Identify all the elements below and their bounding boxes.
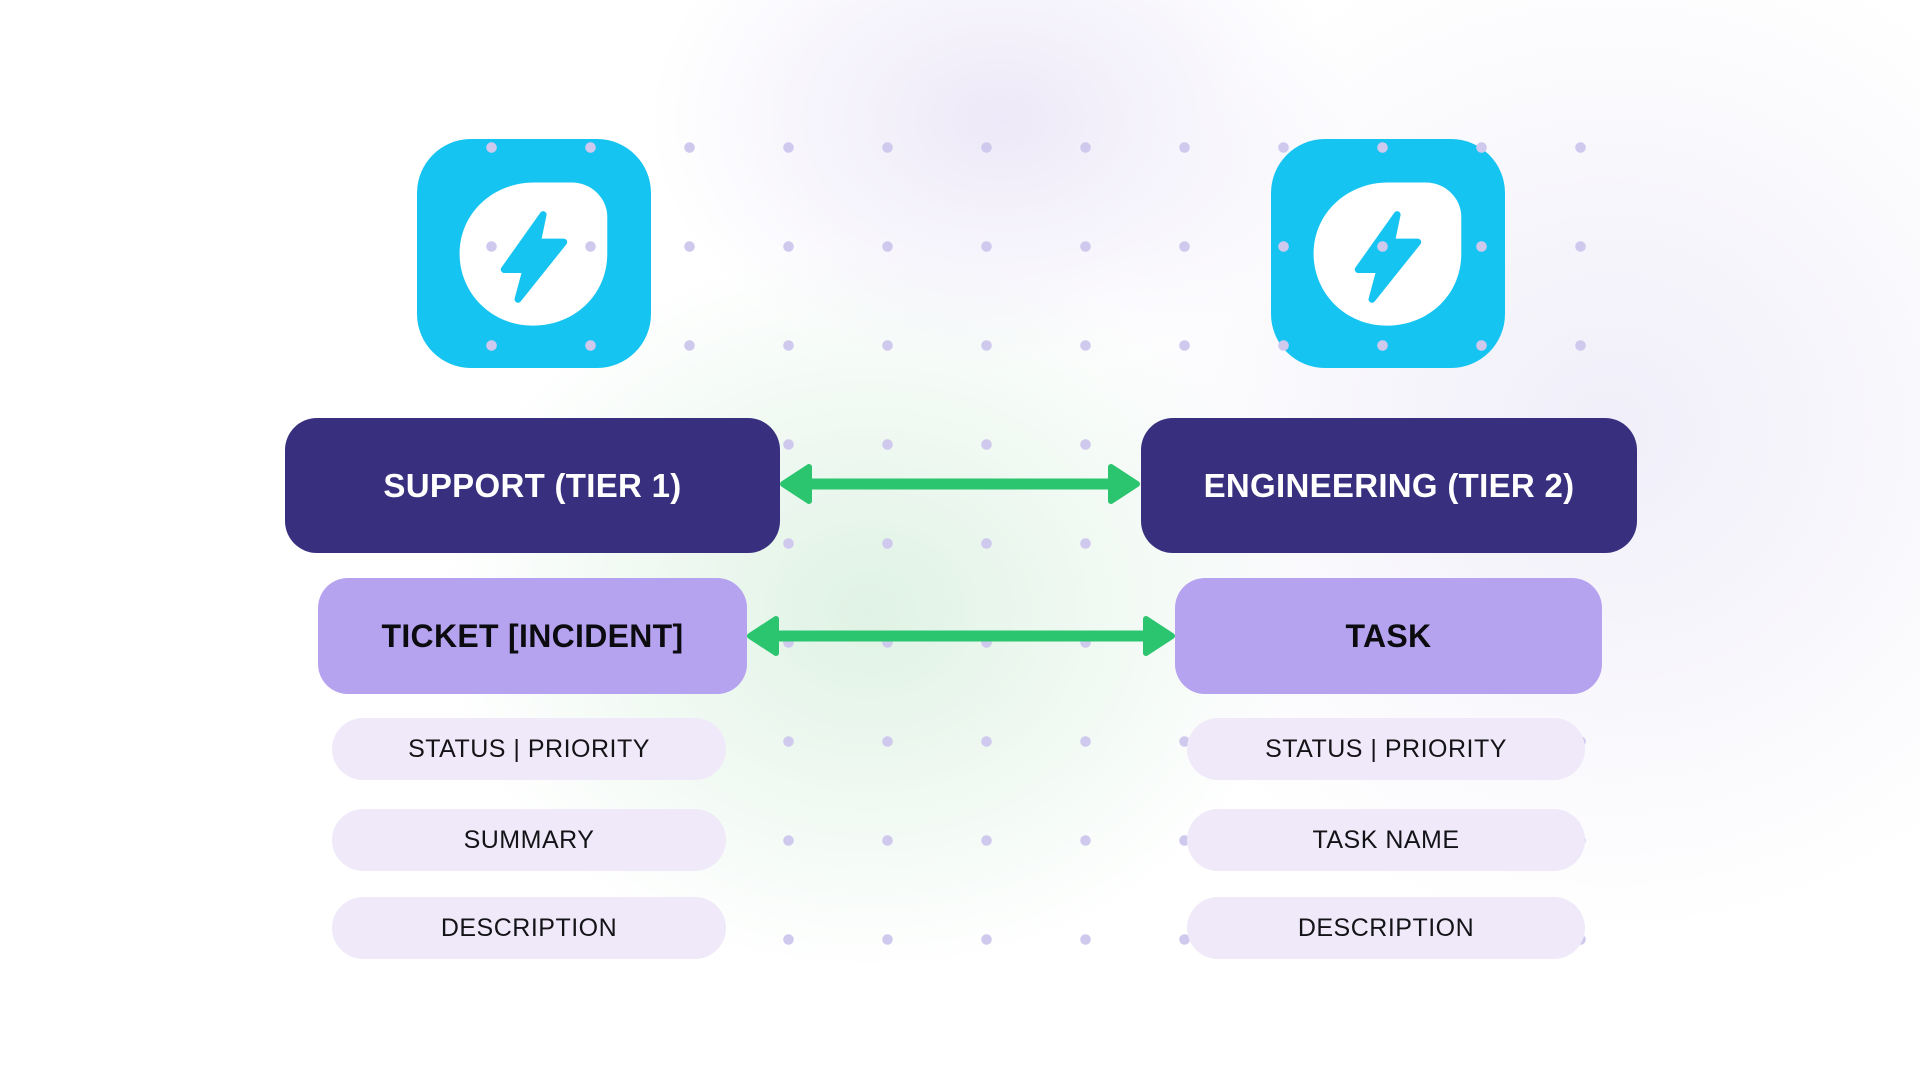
field-label: SUMMARY [463, 825, 595, 854]
field-pill: TASK NAME [1187, 809, 1585, 871]
field-label: DESCRIPTION [440, 913, 618, 942]
team-box-support: SUPPORT (TIER 1) [285, 418, 780, 553]
field-pill: STATUS | PRIORITY [332, 718, 726, 780]
item-box-task: TASK [1175, 578, 1602, 694]
team-box-engineering: ENGINEERING (TIER 2) [1141, 418, 1637, 553]
sync-arrow-items [743, 612, 1179, 660]
sync-arrow-teams [776, 460, 1144, 508]
team-label: ENGINEERING (TIER 2) [1203, 466, 1575, 504]
field-pill: STATUS | PRIORITY [1187, 718, 1585, 780]
field-label: STATUS | PRIORITY [408, 734, 650, 763]
item-label: TICKET [INCIDENT] [381, 617, 684, 654]
lightning-drop-icon [1313, 182, 1462, 326]
field-pill: DESCRIPTION [332, 897, 726, 959]
item-box-ticket: TICKET [INCIDENT] [318, 578, 747, 694]
field-label: TASK NAME [1312, 825, 1460, 854]
app-icon-right [1271, 139, 1505, 368]
field-pill: DESCRIPTION [1187, 897, 1585, 959]
field-label: STATUS | PRIORITY [1265, 734, 1507, 763]
item-label: TASK [1345, 617, 1432, 654]
field-label: DESCRIPTION [1297, 913, 1475, 942]
team-label: SUPPORT (TIER 1) [383, 466, 682, 504]
field-pill: SUMMARY [332, 809, 726, 871]
lightning-drop-icon [459, 182, 608, 326]
app-icon-left [417, 139, 651, 368]
